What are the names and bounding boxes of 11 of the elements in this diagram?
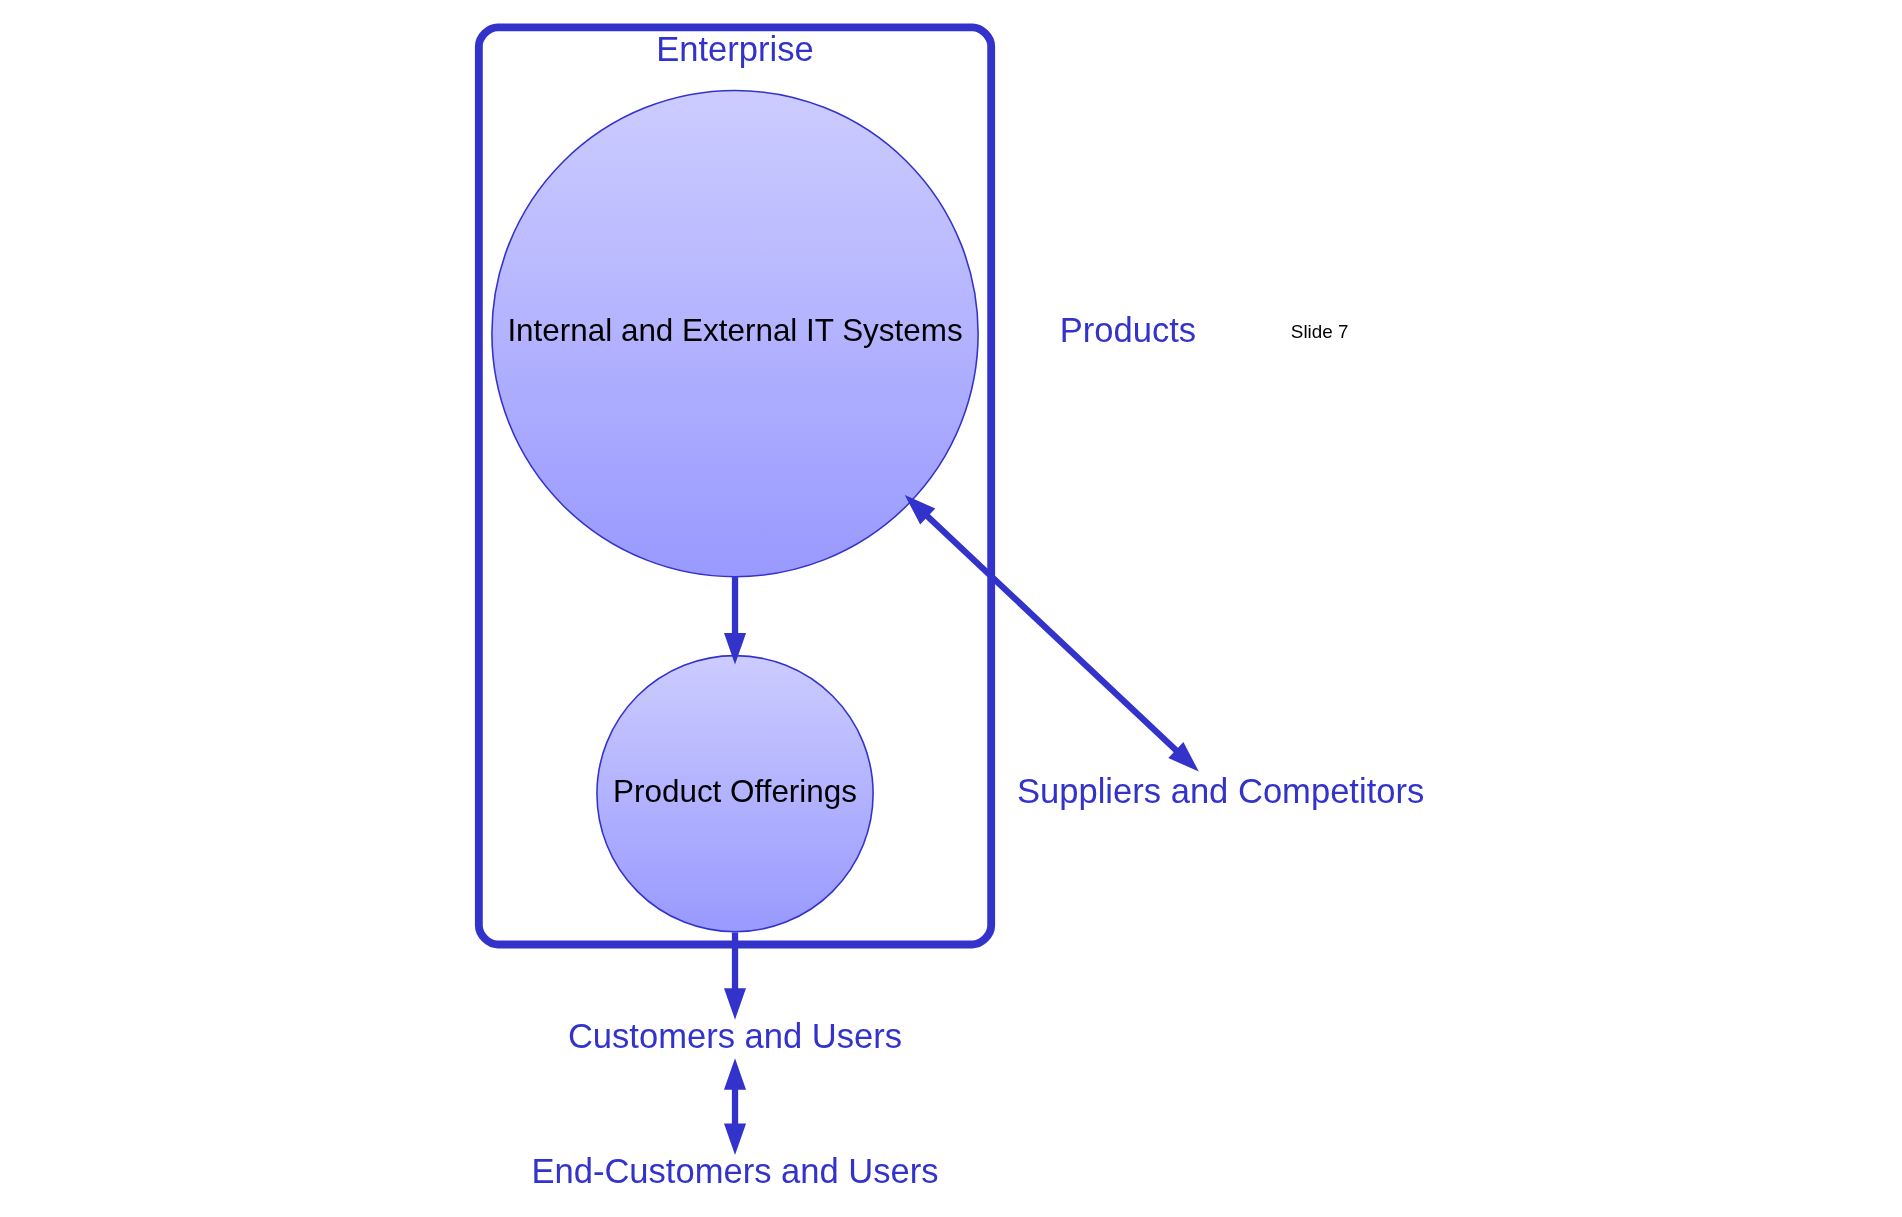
- node-text: Suppliers and Competitors: [1016, 771, 1424, 810]
- label: Slide 7: [1290, 321, 1348, 343]
- arrow: [723, 932, 746, 1020]
- node-text: End-Customers and Users: [530, 1151, 939, 1190]
- arrow: [723, 577, 746, 665]
- node-circle: Internal and External IT Systems: [490, 89, 979, 578]
- node-circle: Product Offerings: [595, 654, 874, 933]
- arrow: [904, 494, 1199, 772]
- node-text: Customers and Users: [567, 1016, 902, 1055]
- label: Products: [1059, 311, 1196, 350]
- arrow: [723, 1058, 746, 1155]
